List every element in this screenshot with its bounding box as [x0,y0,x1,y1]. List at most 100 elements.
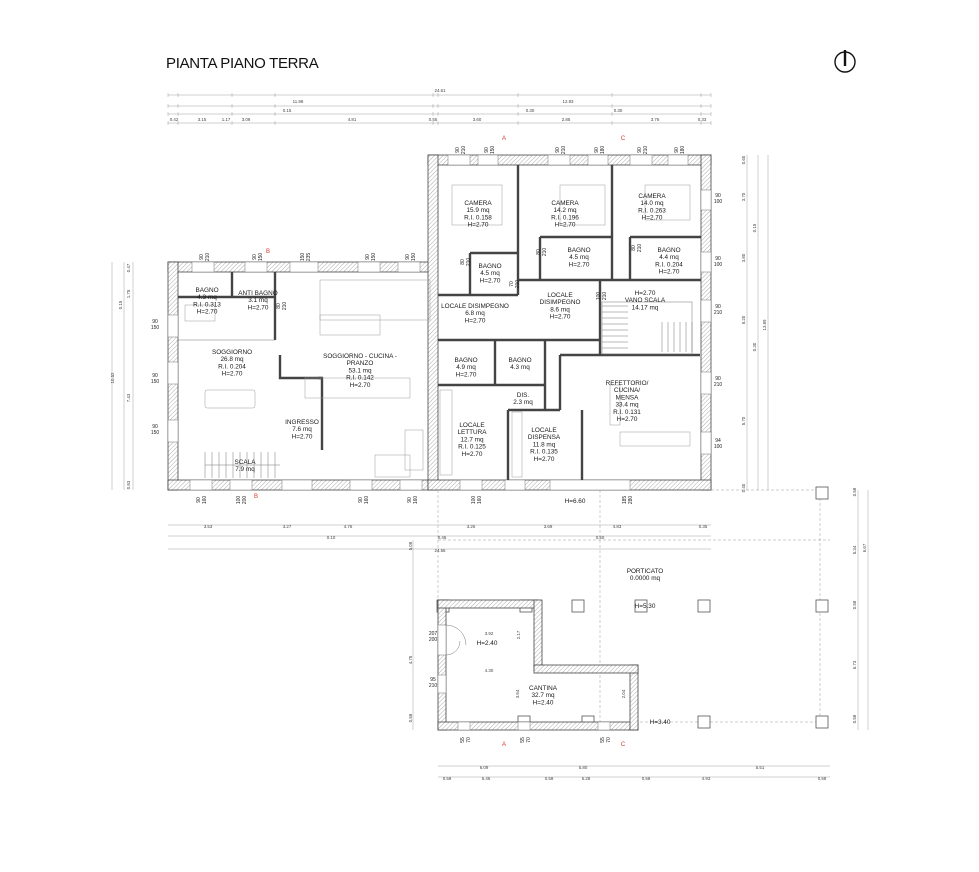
room-label-line: VANO SCALA [625,297,666,304]
room-label-line: 11.8 mq [533,441,556,448]
dim-right: 5.20 [741,315,746,324]
opening-value: 70 [466,737,472,743]
room-label-line: 7.6 mq [292,426,312,433]
dim-right: 0.15 [752,223,757,232]
room-label-line: 14.0 mq [640,200,664,207]
room-label-line: 4.5 mq [569,254,589,261]
room-label-line: R.I. 0.204 [218,363,246,370]
room-label-line: CAMERA [464,200,492,207]
opening-value: 150 [371,253,377,262]
stairs [204,301,693,478]
opening-value: 150 [300,253,306,262]
interior-walls [178,165,701,480]
dim-cantina-inner: 4.30 [485,668,494,673]
opening-value: 180 [600,146,606,155]
dim-porticato-right: 0.58 [852,600,857,609]
dim-right: 3.70 [741,192,746,201]
room-label-line: H=2.70 [617,416,638,423]
dim-bottom1: 4.76 [344,524,353,529]
opening-value: 90 [594,147,600,153]
room-label-line: 12.7 mq [460,436,484,443]
opening-value: 210 [602,292,608,301]
dim-right: 0.40 [741,483,746,492]
north-arrow-icon [834,50,856,73]
room-label-line: 14.2 mq [553,207,577,214]
dim-cantina-inner: 4.75 [408,655,413,664]
cantina-corner-height: H=3.40 [650,719,671,726]
opening-cantina-left: 207 [429,631,438,637]
opening-value: 80 [631,245,637,251]
opening-value: 210 [542,248,548,257]
opening-cantina-left: 95 [430,677,436,683]
dim-top-total: 24.61 [435,88,447,93]
room-label-line: BAGNO [195,287,218,294]
opening-right: 100 [714,444,723,450]
room-dis: DIS.2.3 mq [513,392,533,406]
opening-value: 90 [407,497,413,503]
dim-top3: 0.30 [614,108,623,113]
dim-cantina-inner: 3.54 [515,689,520,698]
dim-bottom-total: 24.56 [435,548,447,553]
room-label-line: LOCALE [531,427,556,434]
room-label-line: PRANZO [347,360,374,367]
dim-top4: 0.55 [429,117,438,122]
room-label-line: LOCALE DISIMPEGNO [441,303,509,310]
plan-title: PIANTA PIANO TERRA [166,55,319,72]
dim-left: 10.52 [110,372,115,384]
room-label-line: R.I. 0.158 [464,214,492,221]
room-label-line: 53.1 mq [348,367,372,374]
room-label-line: 32.7 mq [531,692,555,699]
opening-value: 90 [555,147,561,153]
dim-cantina-inner: 0.58 [408,713,413,722]
opening-value: 210 [461,146,467,155]
room-label-line: DISIMPEGNO [540,299,581,306]
room-label-line: 4.3 mq [197,294,217,301]
dim-bottom2: 0.50 [596,535,605,540]
opening-value: 70 [509,281,515,287]
room-label-line: 4.4 mq [659,254,679,261]
room-label-line: H=2.70 [534,456,555,463]
dim-left: 0.83 [126,480,131,489]
opening-right: 210 [714,310,723,316]
opening-value: 90 [365,254,371,260]
opening-right: 90 [715,256,721,262]
dim-cantina1: 5.51 [756,765,765,770]
room-label-line: R.I. 0.204 [655,261,683,268]
room-label-line: REFETTORIO/ [606,380,649,387]
dim-top-west: 11.98 [293,99,304,104]
room-label-line: H=2.70 [197,309,218,316]
room-label-line: 4.9 mq [456,364,476,371]
room-label-line: 3.1 mq [248,297,268,304]
room-label-line: H=2.70 [635,290,656,297]
room-label-line: H=2.70 [248,304,269,311]
section-mark-c-top: C [621,136,626,142]
cantina-door-height: H=2.40 [477,640,498,647]
opening-value: 210 [637,244,643,253]
dim-top4: 2.85 [562,117,571,122]
room-label-line: CAMERA [638,193,666,200]
dim-top3: 0.30 [526,108,535,113]
opening-left: 90 [152,424,158,430]
room-label-line: H=2.70 [468,222,489,229]
opening-value: 160 [364,496,370,505]
dim-top4: 3.09 [242,117,251,122]
opening-value: 90 [252,254,258,260]
room-label-line: BAGNO [454,357,477,364]
